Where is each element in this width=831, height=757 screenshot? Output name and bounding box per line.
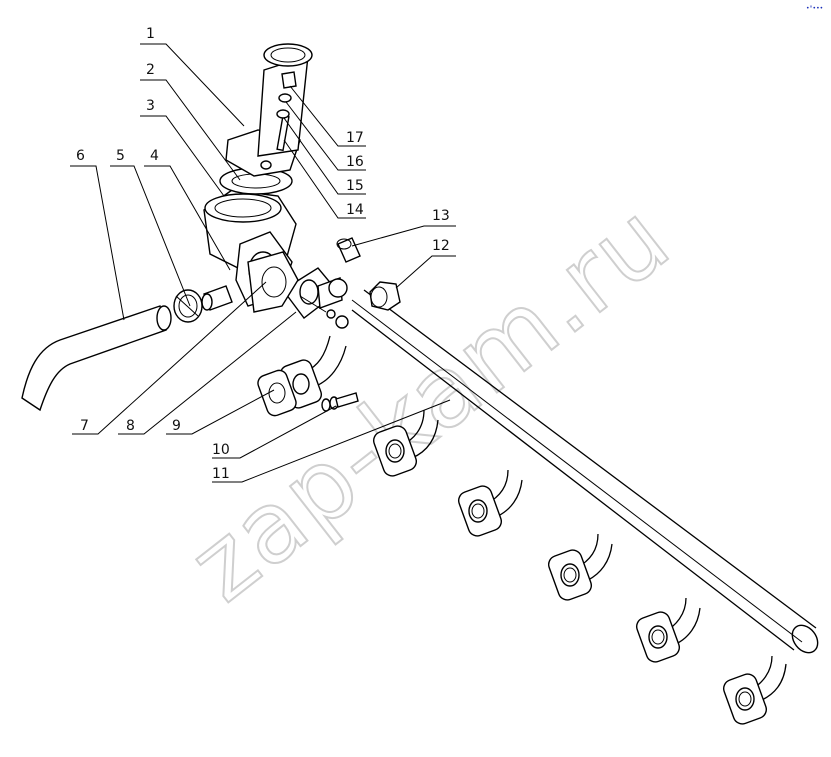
union-nut xyxy=(369,281,401,311)
callout-16: 16 xyxy=(346,154,364,170)
callout-1: 1 xyxy=(146,26,155,42)
branch-pipe-2 xyxy=(372,409,439,477)
callout-15: 15 xyxy=(346,178,364,194)
callout-6: 6 xyxy=(76,148,85,164)
callout-12: 12 xyxy=(432,238,450,254)
plug-cap xyxy=(336,237,361,263)
branch-pipe-3 xyxy=(457,469,523,537)
callout-10: 10 xyxy=(212,442,230,458)
callout-5: 5 xyxy=(116,148,125,164)
main-pipe xyxy=(351,289,819,654)
branch-pipe-5 xyxy=(635,597,701,663)
coolant-hose xyxy=(21,305,172,412)
gasket xyxy=(257,369,297,417)
hose-clamp xyxy=(173,289,203,323)
pipe-end-flange xyxy=(281,267,349,329)
callout-17: 17 xyxy=(346,130,364,146)
water-outlet-pipe xyxy=(225,43,313,177)
bolt-with-washer xyxy=(321,392,359,412)
callout-2: 2 xyxy=(146,62,155,78)
branch-pipe-4 xyxy=(547,533,613,601)
callout-9: 9 xyxy=(172,418,181,434)
callout-7: 7 xyxy=(80,418,89,434)
callout-11: 11 xyxy=(212,466,230,482)
callout-13: 13 xyxy=(432,208,450,224)
corner-mark: •°••• xyxy=(806,5,823,12)
stud-nut-stack xyxy=(276,71,297,152)
branch-pipe-6 xyxy=(722,655,787,725)
hose-fitting xyxy=(201,285,233,311)
callout-labels: 1 2 3 4 5 6 7 8 9 10 11 12 13 14 15 16 1… xyxy=(76,26,450,482)
callout-3: 3 xyxy=(146,98,155,114)
leader-lines xyxy=(70,43,456,483)
callout-14: 14 xyxy=(346,202,364,218)
callout-8: 8 xyxy=(126,418,135,434)
callout-4: 4 xyxy=(150,148,159,164)
